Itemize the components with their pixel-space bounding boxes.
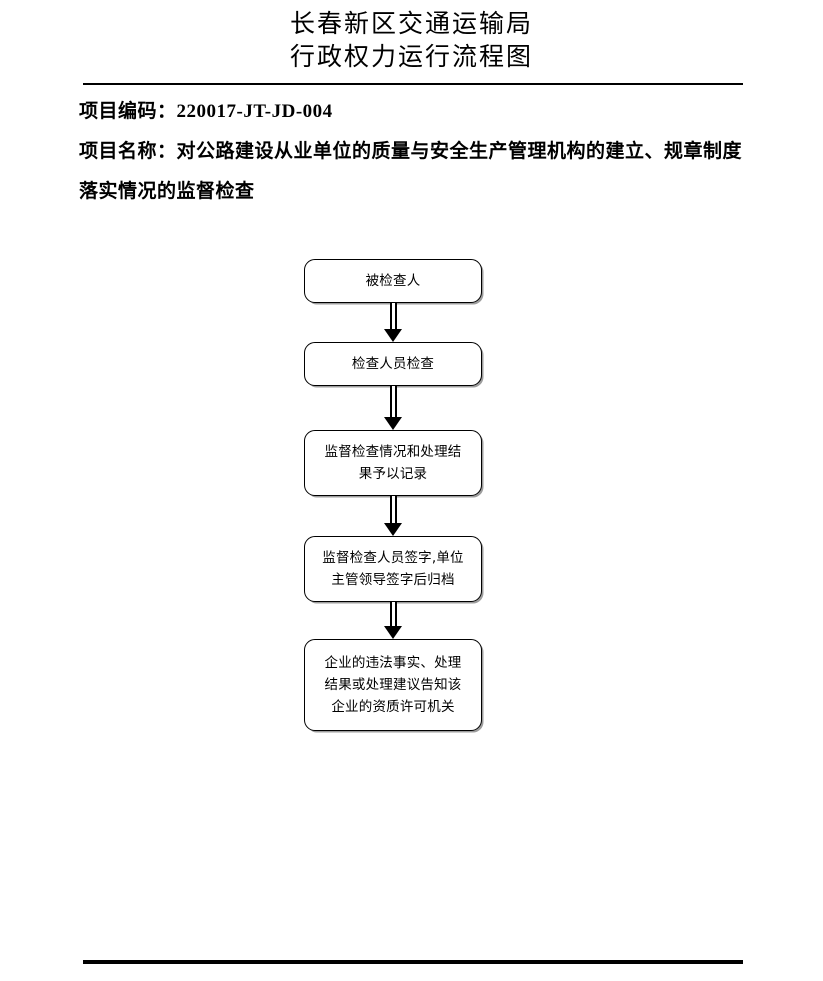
arrow-head-icon bbox=[384, 329, 402, 342]
flow-node-5: 企业的违法事实、处理 结果或处理建议告知该 企业的资质许可机关 bbox=[304, 639, 482, 731]
footer-divider-rule bbox=[83, 960, 743, 964]
arrow-shaft-icon bbox=[389, 496, 397, 524]
flow-arrow-2 bbox=[304, 386, 482, 430]
arrow-shaft-icon bbox=[389, 602, 397, 627]
header-title-line-1: 长春新区交通运输局 bbox=[289, 11, 533, 38]
header-divider-rule bbox=[83, 83, 743, 85]
arrow-shaft-icon bbox=[389, 386, 397, 418]
document-header: 长春新区交通运输局 行政权力运行流程图 bbox=[0, 8, 823, 74]
project-code-row: 项目编码：220017-JT-JD-004 bbox=[79, 92, 751, 132]
flow-node-4-label: 监督检查人员签字,单位 主管领导签字后归档 bbox=[322, 550, 464, 588]
flow-arrow-3 bbox=[304, 496, 482, 536]
header-title-line-2: 行政权力运行流程图 bbox=[289, 44, 533, 71]
flow-node-3-label: 监督检查情况和处理结 果予以记录 bbox=[324, 444, 462, 482]
flow-node-2-label: 检查人员检查 bbox=[351, 356, 435, 372]
flow-node-3: 监督检查情况和处理结 果予以记录 bbox=[304, 430, 482, 496]
project-name-value: 对公路建设从业单位的质量与安全生产管理机构的建立、规章制度落实情况的监督检查 bbox=[79, 141, 743, 202]
document-meta-block: 项目编码：220017-JT-JD-004 项目名称：对公路建设从业单位的质量与… bbox=[79, 92, 751, 212]
flow-node-4: 监督检查人员签字,单位 主管领导签字后归档 bbox=[304, 536, 482, 602]
flow-arrow-1 bbox=[304, 303, 482, 342]
process-flowchart: 被检查人 检查人员检查 监督检查情况和处理结 果予以记录 监督检查人员签字,单位… bbox=[304, 259, 482, 731]
flow-node-5-label: 企业的违法事实、处理 结果或处理建议告知该 企业的资质许可机关 bbox=[324, 655, 462, 715]
arrow-shaft-icon bbox=[389, 303, 397, 330]
flow-node-1: 被检查人 bbox=[304, 259, 482, 303]
flow-node-1-label: 被检查人 bbox=[365, 273, 421, 289]
flow-arrow-4 bbox=[304, 602, 482, 639]
arrow-head-icon bbox=[384, 417, 402, 430]
project-name-row: 项目名称：对公路建设从业单位的质量与安全生产管理机构的建立、规章制度落实情况的监… bbox=[79, 132, 751, 212]
project-name-label: 项目名称： bbox=[79, 141, 177, 162]
arrow-head-icon bbox=[384, 523, 402, 536]
arrow-head-icon bbox=[384, 626, 402, 639]
project-code-label: 项目编码： bbox=[79, 101, 177, 122]
project-code-value: 220017-JT-JD-004 bbox=[176, 101, 333, 122]
flow-node-2: 检查人员检查 bbox=[304, 342, 482, 386]
